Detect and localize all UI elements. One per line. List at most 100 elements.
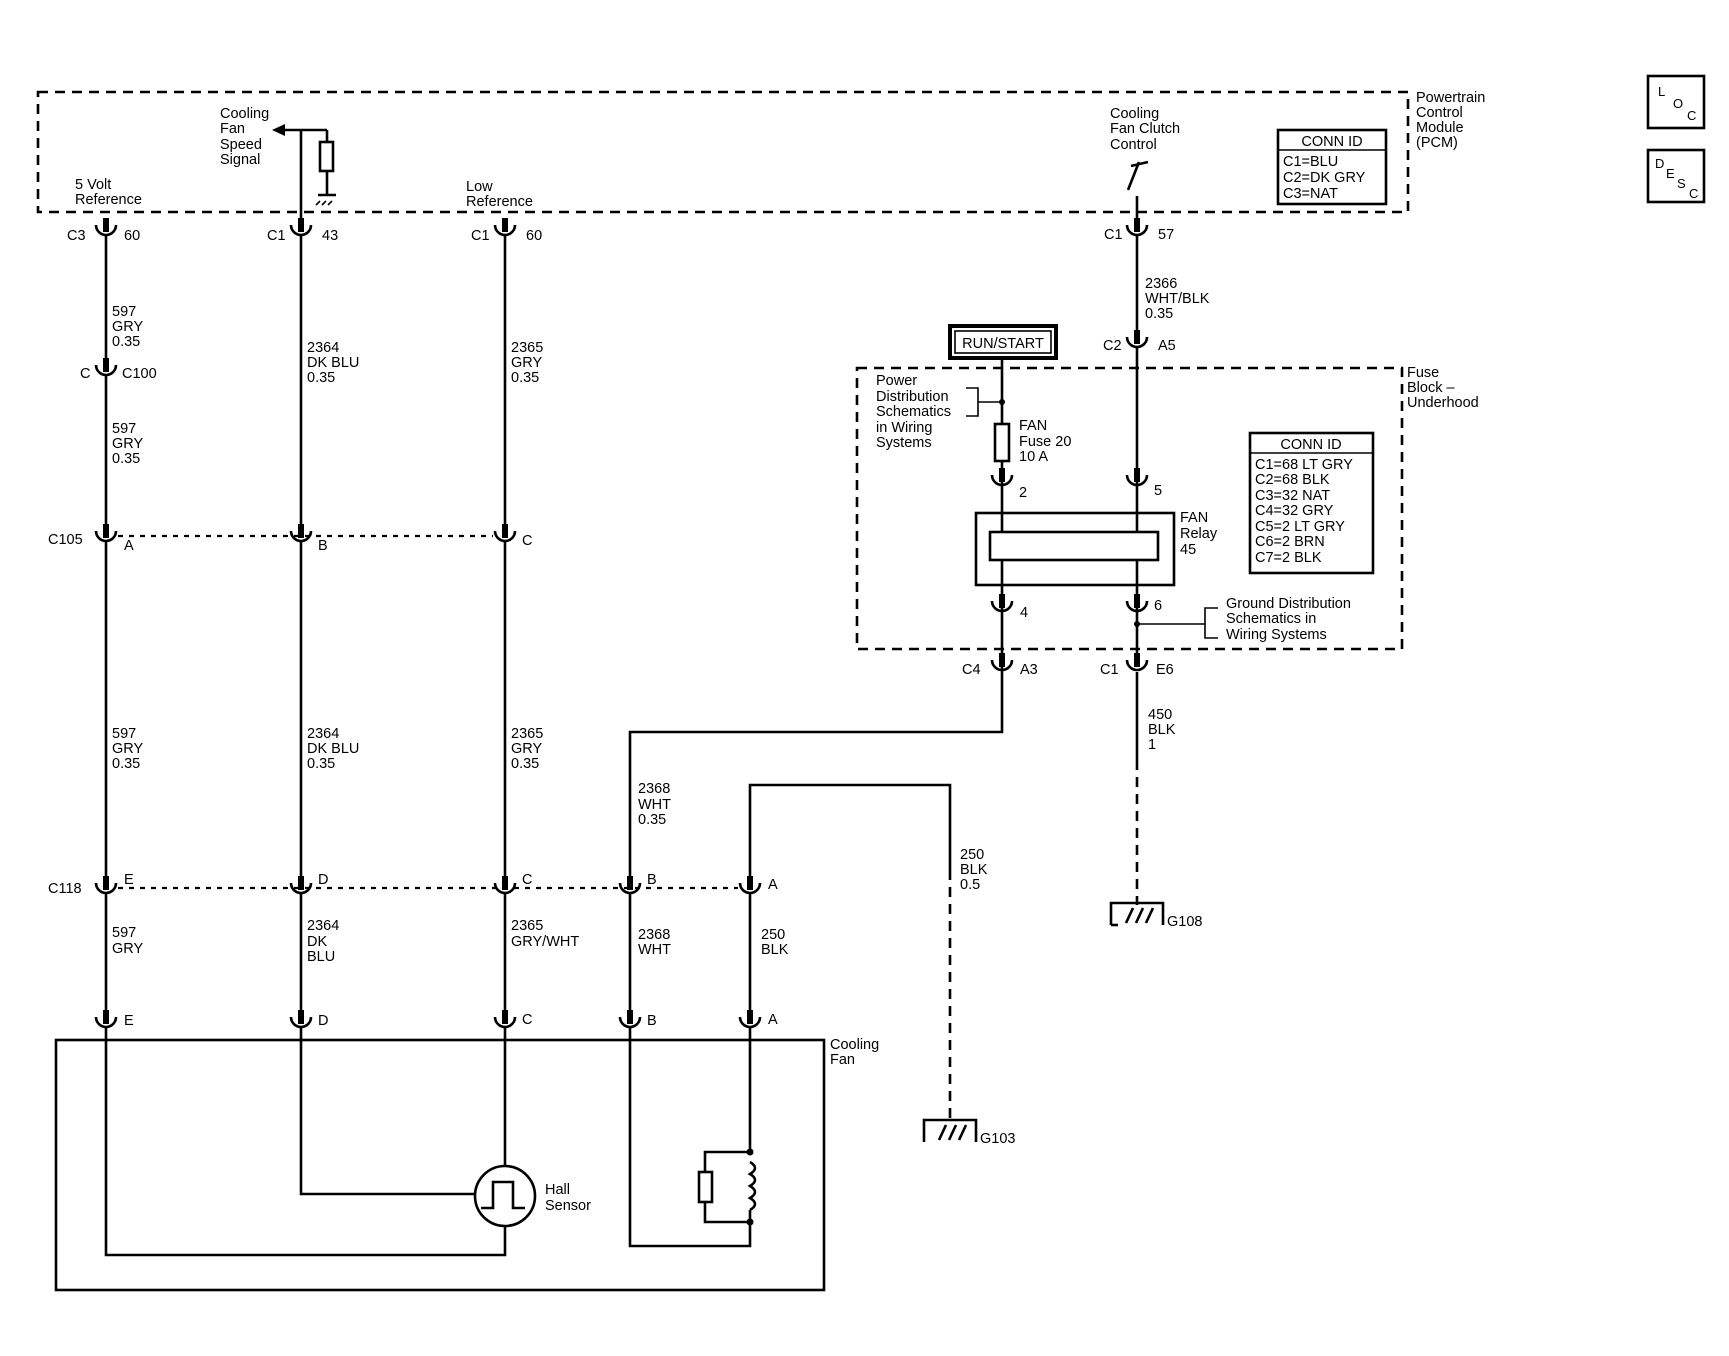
svg-text:WHT: WHT bbox=[638, 942, 671, 958]
svg-text:43: 43 bbox=[322, 228, 338, 244]
svg-text:250: 250 bbox=[761, 927, 785, 943]
svg-text:0.5: 0.5 bbox=[960, 877, 980, 893]
ground-g103-icon: G103 bbox=[922, 1118, 1015, 1147]
fan-fuse-icon bbox=[993, 422, 1011, 463]
cooling-fan-name: Cooling Fan bbox=[830, 1037, 879, 1068]
svg-text:597: 597 bbox=[112, 726, 136, 742]
pcm-conn-id-table: CONN ID C1=BLU C2=DK GRY C3=NAT bbox=[1276, 128, 1388, 206]
svg-text:60: 60 bbox=[526, 228, 542, 244]
svg-text:Control: Control bbox=[1110, 137, 1157, 153]
svg-text:in Wiring: in Wiring bbox=[876, 420, 932, 436]
svg-text:597: 597 bbox=[112, 304, 136, 320]
fan-relay-label: FAN Relay 45 bbox=[1180, 510, 1218, 558]
connector-c118-e bbox=[94, 876, 118, 895]
svg-text:Fan: Fan bbox=[830, 1052, 855, 1068]
svg-text:Systems: Systems bbox=[876, 435, 932, 451]
connector-c105-b bbox=[289, 524, 313, 543]
svg-text:O: O bbox=[1673, 96, 1683, 111]
svg-text:2368: 2368 bbox=[638, 927, 670, 943]
svg-text:G103: G103 bbox=[980, 1131, 1015, 1147]
svg-text:Wiring Systems: Wiring Systems bbox=[1226, 627, 1327, 643]
svg-text:Cooling: Cooling bbox=[1110, 106, 1159, 122]
connector-fan-d bbox=[289, 1010, 313, 1029]
connector-c118-c bbox=[493, 876, 517, 895]
connector-c105-c bbox=[493, 524, 517, 543]
svg-text:5: 5 bbox=[1154, 483, 1162, 499]
svg-text:0.35: 0.35 bbox=[307, 756, 335, 772]
svg-text:Fan Clutch: Fan Clutch bbox=[1110, 121, 1180, 137]
run-start-box: RUN/START bbox=[948, 324, 1058, 360]
connector-fan-c bbox=[493, 1010, 517, 1029]
low-reference-label: Low Reference bbox=[466, 179, 533, 210]
svg-text:597: 597 bbox=[112, 421, 136, 437]
description-icon[interactable]: D E S C bbox=[1646, 148, 1706, 204]
location-icon[interactable]: L O C bbox=[1646, 74, 1706, 130]
svg-text:2364: 2364 bbox=[307, 918, 339, 934]
svg-text:GRY: GRY bbox=[511, 355, 542, 371]
svg-text:2365: 2365 bbox=[511, 340, 543, 356]
five-volt-reference-label: 5 Volt Reference bbox=[75, 177, 142, 208]
connector-fb-c2-a5 bbox=[1125, 330, 1149, 349]
svg-text:C: C bbox=[522, 1012, 532, 1028]
connector-c100 bbox=[94, 358, 118, 377]
svg-text:C1=68 LT GRY: C1=68 LT GRY bbox=[1255, 457, 1353, 473]
svg-text:G108: G108 bbox=[1167, 914, 1202, 930]
svg-text:1: 1 bbox=[1148, 737, 1156, 753]
connector-fan-a bbox=[738, 1010, 762, 1029]
svg-text:GRY/WHT: GRY/WHT bbox=[511, 934, 579, 950]
fan-internal-speed bbox=[299, 1028, 476, 1196]
svg-text:C1: C1 bbox=[1104, 227, 1123, 243]
svg-text:C105: C105 bbox=[48, 532, 83, 548]
svg-text:10 A: 10 A bbox=[1019, 449, 1048, 465]
svg-text:BLK: BLK bbox=[1148, 722, 1176, 738]
svg-text:Cooling: Cooling bbox=[830, 1037, 879, 1053]
svg-text:0.35: 0.35 bbox=[638, 812, 666, 828]
svg-text:250: 250 bbox=[960, 847, 984, 863]
connector-fan-e bbox=[94, 1010, 118, 1029]
svg-text:Schematics: Schematics bbox=[876, 404, 951, 420]
svg-text:B: B bbox=[647, 1013, 657, 1029]
svg-text:E: E bbox=[1666, 166, 1675, 181]
connector-pcm-c1-57 bbox=[1125, 218, 1149, 237]
svg-text:0.35: 0.35 bbox=[112, 334, 140, 350]
svg-text:Signal: Signal bbox=[220, 152, 260, 168]
svg-text:GRY: GRY bbox=[112, 741, 143, 757]
svg-text:45: 45 bbox=[1180, 542, 1196, 558]
svg-text:BLU: BLU bbox=[307, 949, 335, 965]
svg-text:C: C bbox=[1687, 108, 1696, 123]
svg-text:Reference: Reference bbox=[466, 194, 533, 210]
svg-text:450: 450 bbox=[1148, 707, 1172, 723]
svg-text:BLK: BLK bbox=[960, 862, 988, 878]
svg-text:0.35: 0.35 bbox=[112, 451, 140, 467]
fan-speed-signal-label: Cooling Fan Speed Signal bbox=[220, 106, 269, 168]
connector-pcm-c1-60 bbox=[493, 218, 517, 237]
svg-text:0.35: 0.35 bbox=[112, 756, 140, 772]
svg-text:2364: 2364 bbox=[307, 726, 339, 742]
svg-text:Power: Power bbox=[876, 373, 917, 389]
svg-text:Sensor: Sensor bbox=[545, 1198, 591, 1214]
fan-motor-icon bbox=[697, 1148, 757, 1226]
svg-text:0.35: 0.35 bbox=[511, 756, 539, 772]
svg-text:2364: 2364 bbox=[307, 340, 339, 356]
svg-text:Fan: Fan bbox=[220, 121, 245, 137]
svg-text:C6=2 BRN: C6=2 BRN bbox=[1255, 534, 1325, 550]
fuse-block-boundary bbox=[855, 366, 1404, 651]
svg-text:C2=68 BLK: C2=68 BLK bbox=[1255, 472, 1330, 488]
svg-text:C100: C100 bbox=[122, 366, 157, 382]
svg-text:E6: E6 bbox=[1156, 662, 1174, 678]
fuse-block-conn-id-table: CONN ID C1=68 LT GRY C2=68 BLK C3=32 NAT… bbox=[1248, 431, 1375, 575]
svg-text:B: B bbox=[647, 872, 657, 888]
svg-text:C3: C3 bbox=[67, 228, 86, 244]
svg-text:C3=32 NAT: C3=32 NAT bbox=[1255, 488, 1330, 504]
svg-text:(PCM): (PCM) bbox=[1416, 135, 1458, 151]
svg-text:C3=NAT: C3=NAT bbox=[1283, 186, 1338, 202]
svg-text:Reference: Reference bbox=[75, 192, 142, 208]
fuse-block-name: Fuse Block – Underhood bbox=[1407, 365, 1479, 411]
svg-text:FAN: FAN bbox=[1180, 510, 1208, 526]
cooling-fan-boundary bbox=[54, 1038, 826, 1292]
svg-text:Cooling: Cooling bbox=[220, 106, 269, 122]
svg-text:CONN ID: CONN ID bbox=[1301, 134, 1362, 150]
wire-labels: 597 GRY 0.35 597 GRY 0.35 597 GRY 0.35 5… bbox=[112, 276, 1210, 965]
svg-text:2366: 2366 bbox=[1145, 276, 1177, 292]
